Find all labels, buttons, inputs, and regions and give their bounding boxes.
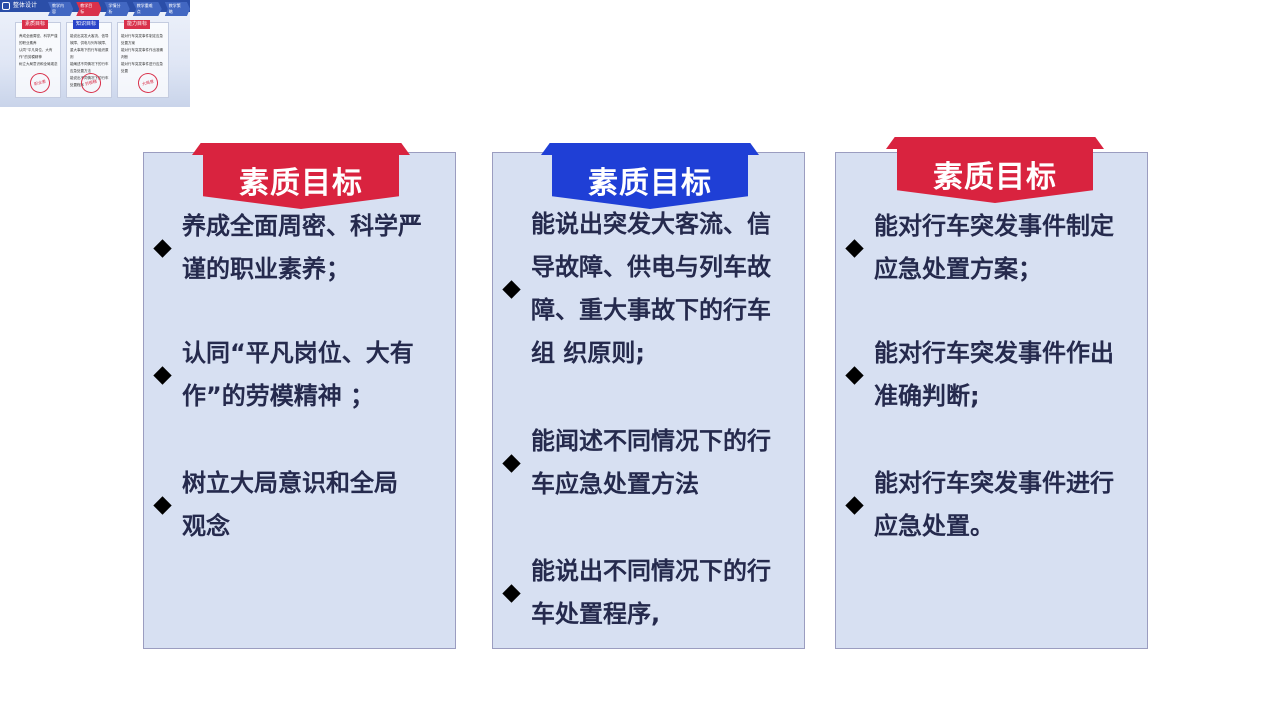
thumbnail-line: 能说出不同情况下的行车处置程序 xyxy=(70,76,109,87)
stamp-seal: 职业素 xyxy=(27,70,53,96)
thumbnail-line: 能阐述不同情况下的行车应急处置方法 xyxy=(70,62,109,73)
objective-text: 能说出不同情况下的行 车处置程序, xyxy=(531,557,771,628)
diamond-bullet-icon xyxy=(844,238,864,258)
card-title: 素质目标 xyxy=(552,151,748,209)
objective-text: 能对行车突发事件制定 应急处置方案； xyxy=(874,212,1114,283)
objective-text: 树立大局意识和全局 观念 xyxy=(182,469,398,540)
thumbnail-line: 能对行车突发事件制定应急处置方案 xyxy=(121,34,163,45)
objective-item: 养成全面周密、科学严 谨的职业素养； xyxy=(152,205,422,291)
objective-text: 能说出突发大客流、信 导故障、供电与列车故 障、重大事故下的行车 组 织原则; xyxy=(531,210,771,367)
objective-text: 能对行车突发事件作出 准确判断; xyxy=(874,339,1114,410)
objective-text: 能对行车突发事件进行 应急处置。 xyxy=(874,469,1114,540)
objective-item: 能对行车突发事件制定 应急处置方案； xyxy=(844,205,1114,291)
objective-item: 树立大局意识和全局 观念 xyxy=(152,462,398,548)
objective-text: 能闻述不同情况下的行 车应急处置方法 xyxy=(531,427,771,498)
thumbnail-column-heading: 知识目标 xyxy=(73,20,100,29)
thumbnail-column-heading: 素质目标 xyxy=(22,20,49,29)
diamond-bullet-icon xyxy=(501,453,521,473)
objective-item: 能说出不同情况下的行 车处置程序, xyxy=(501,550,771,636)
thumbnail-line: 树立大局意识和全局观念 xyxy=(19,62,58,66)
card-title: 素质目标 xyxy=(203,151,399,209)
thumbnail-step: 教学内容 xyxy=(48,2,74,16)
thumbnail-column: 能力目标 能对行车突发事件制定应急处置方案 能对行车突发事件作出准确判断 能对行… xyxy=(117,20,169,98)
diamond-bullet-icon xyxy=(844,495,864,515)
objective-item: 能说出突发大客流、信 导故障、供电与列车故 障、重大事故下的行车 组 织原则; xyxy=(501,203,771,375)
diamond-bullet-icon xyxy=(501,279,521,299)
home-icon xyxy=(2,2,10,10)
thumbnail-title: 整体设计 xyxy=(13,2,38,9)
thumbnail-header-bar: 整体设计 教学内容 教学目标 学情分析 教学重难点 教学策略 xyxy=(0,0,190,16)
objective-text: 养成全面周密、科学严 谨的职业素养； xyxy=(182,212,422,283)
card-title: 素质目标 xyxy=(897,145,1093,203)
thumbnail-column-text: 能对行车突发事件制定应急处置方案 能对行车突发事件作出准确判断 能对行车突发事件… xyxy=(121,33,166,75)
thumbnail-column: 知识目标 能说出突发大客流、信导故障、供电与列车故障、重大事故下的行车组织原则 … xyxy=(66,20,112,98)
thumbnail-steps: 教学内容 教学目标 学情分析 教学重难点 教学策略 xyxy=(48,2,190,16)
thumbnail-step: 学情分析 xyxy=(104,2,130,16)
thumbnail-line: 能说出突发大客流、信导故障、供电与列车故障、重大事故下的行车组织原则 xyxy=(70,34,109,59)
thumbnail-step: 教学重难点 xyxy=(132,2,162,16)
thumbnail-line: 能对行车突发事件进行应急处置 xyxy=(121,62,163,73)
objective-item: 能闻述不同情况下的行 车应急处置方法 xyxy=(501,420,771,506)
objective-item: 能对行车突发事件进行 应急处置。 xyxy=(844,462,1114,548)
diamond-bullet-icon xyxy=(152,365,172,385)
objective-item: 认同“平凡岗位、大有 作”的劳模精神 ； xyxy=(152,332,414,418)
objective-item: 能对行车突发事件作出 准确判断; xyxy=(844,332,1114,418)
diamond-bullet-icon xyxy=(501,583,521,603)
objective-text: 认同“平凡岗位、大有 作”的劳模精神 ； xyxy=(182,339,414,410)
thumbnail-line: 养成全面周密、科学严谨的职业素养 xyxy=(19,34,58,45)
objective-card-2: 素质目标 能说出突发大客流、信 导故障、供电与列车故 障、重大事故下的行车 组 … xyxy=(492,143,805,649)
thumbnail-line: 能对行车突发事件作出准确判断 xyxy=(121,48,163,59)
objective-card-3: 素质目标 能对行车突发事件制定 应急处置方案； 能对行车突发事件作出 准确判断;… xyxy=(835,137,1148,649)
diamond-bullet-icon xyxy=(844,365,864,385)
thumbnail-column: 素质目标 养成全面周密、科学严谨的职业素养 认同“平凡岗位、大有作”的劳模精神 … xyxy=(15,20,61,98)
thumbnail-column-text: 能说出突发大客流、信导故障、供电与列车故障、重大事故下的行车组织原则 能阐述不同… xyxy=(70,33,109,89)
objective-card-1: 素质目标 养成全面周密、科学严 谨的职业素养； 认同“平凡岗位、大有 作”的劳模… xyxy=(143,143,456,649)
thumbnail-step-active: 教学目标 xyxy=(76,2,102,16)
diamond-bullet-icon xyxy=(152,238,172,258)
slide-thumbnail[interactable]: 整体设计 教学内容 教学目标 学情分析 教学重难点 教学策略 素质目标 养成全面… xyxy=(0,0,190,107)
diamond-bullet-icon xyxy=(152,495,172,515)
thumbnail-column-heading: 能力目标 xyxy=(124,20,151,29)
thumbnail-column-text: 养成全面周密、科学严谨的职业素养 认同“平凡岗位、大有作”的劳模精神 树立大局意… xyxy=(19,33,58,68)
thumbnail-line: 认同“平凡岗位、大有作”的劳模精神 xyxy=(19,48,53,59)
thumbnail-step: 教学策略 xyxy=(164,2,190,16)
